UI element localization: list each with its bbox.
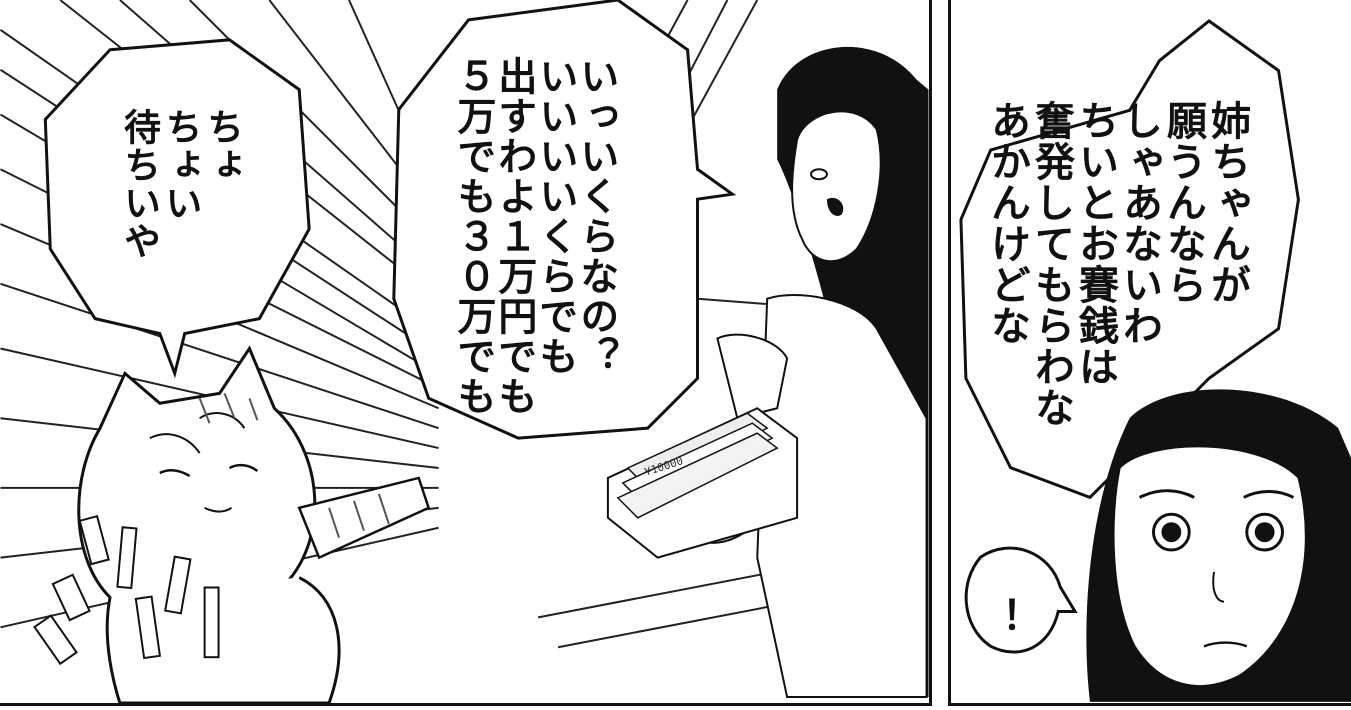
woman-face xyxy=(1086,389,1351,702)
sister-speech-bubble xyxy=(392,0,737,440)
wallet xyxy=(606,407,799,559)
woman-figure xyxy=(656,46,929,699)
right-panel-art xyxy=(959,19,1351,702)
cat-speech-bubble xyxy=(43,38,311,379)
cat-figure xyxy=(33,345,431,703)
exclamation-text: ！ xyxy=(1002,593,1043,639)
exclamation-bubble xyxy=(964,546,1078,654)
cat-reply-bubble xyxy=(959,19,1300,500)
left-panel-art xyxy=(0,0,929,703)
cat-wait-dialogue: ちょ ちょい 待ちいや xyxy=(117,108,244,260)
left-panel: ちょ ちょい 待ちいや いっいくらなの？ いいいいくらでも 出すわよ１万円でも … xyxy=(0,0,932,706)
right-panel xyxy=(948,0,1351,706)
cat-reply-dialogue: 姉ちゃんが 願うんなら しゃあないわ ちいとお賽銭は 奮発してもらわな あかんけ… xyxy=(984,100,1250,428)
sister-money-dialogue: いっいくらなの？ いいいいくらでも 出すわよ１万円でも ５万でも３０万でも xyxy=(450,56,619,416)
